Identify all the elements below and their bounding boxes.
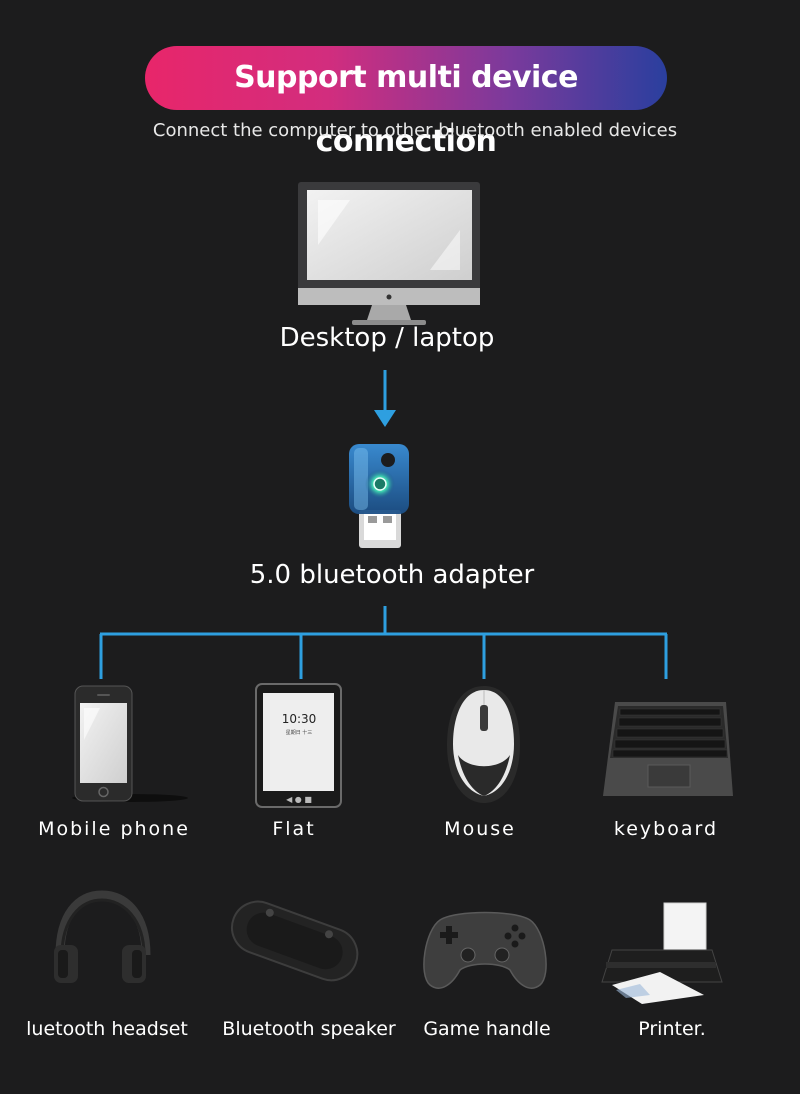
device-label-flat: Flat bbox=[272, 818, 316, 840]
device-label-mobile-phone: Mobile phone bbox=[38, 818, 190, 840]
printer-icon bbox=[601, 902, 723, 1004]
svg-text:◀ ● ■: ◀ ● ■ bbox=[286, 795, 312, 804]
device-label-speaker: Bluetooth speaker bbox=[222, 1018, 396, 1040]
usb-adapter-icon bbox=[349, 444, 409, 548]
tablet-screen-date: 星期日 十三 bbox=[286, 729, 313, 736]
device-label-mouse: Mouse bbox=[444, 818, 516, 840]
device-label-keyboard: keyboard bbox=[613, 818, 719, 840]
headset-icon bbox=[54, 890, 151, 983]
keyboard-icon bbox=[603, 702, 733, 796]
speaker-icon bbox=[231, 900, 359, 982]
mouse-icon bbox=[447, 686, 520, 803]
tablet-screen-time: 10:30 bbox=[282, 712, 317, 726]
smartphone-icon bbox=[72, 685, 188, 802]
device-label-printer: Printer. bbox=[638, 1018, 706, 1040]
page-title: Support multi device connection bbox=[234, 60, 578, 159]
title-banner bbox=[145, 46, 667, 110]
device-tree-connector bbox=[99, 606, 668, 679]
gamepad-icon bbox=[423, 911, 547, 989]
page-subtitle: Connect the computer to other bluetooth … bbox=[152, 120, 678, 141]
source-label: Desktop / laptop bbox=[279, 323, 495, 353]
tablet-icon: 10:30 星期日 十三 ◀ ● ■ bbox=[255, 683, 342, 808]
device-label-game-handle: Game handle bbox=[423, 1018, 551, 1040]
monitor-icon bbox=[298, 182, 480, 325]
adapter-label: 5.0 bluetooth adapter bbox=[249, 560, 535, 590]
device-label-headset: luetooth headset bbox=[26, 1018, 188, 1040]
arrow-down-icon bbox=[374, 370, 396, 427]
